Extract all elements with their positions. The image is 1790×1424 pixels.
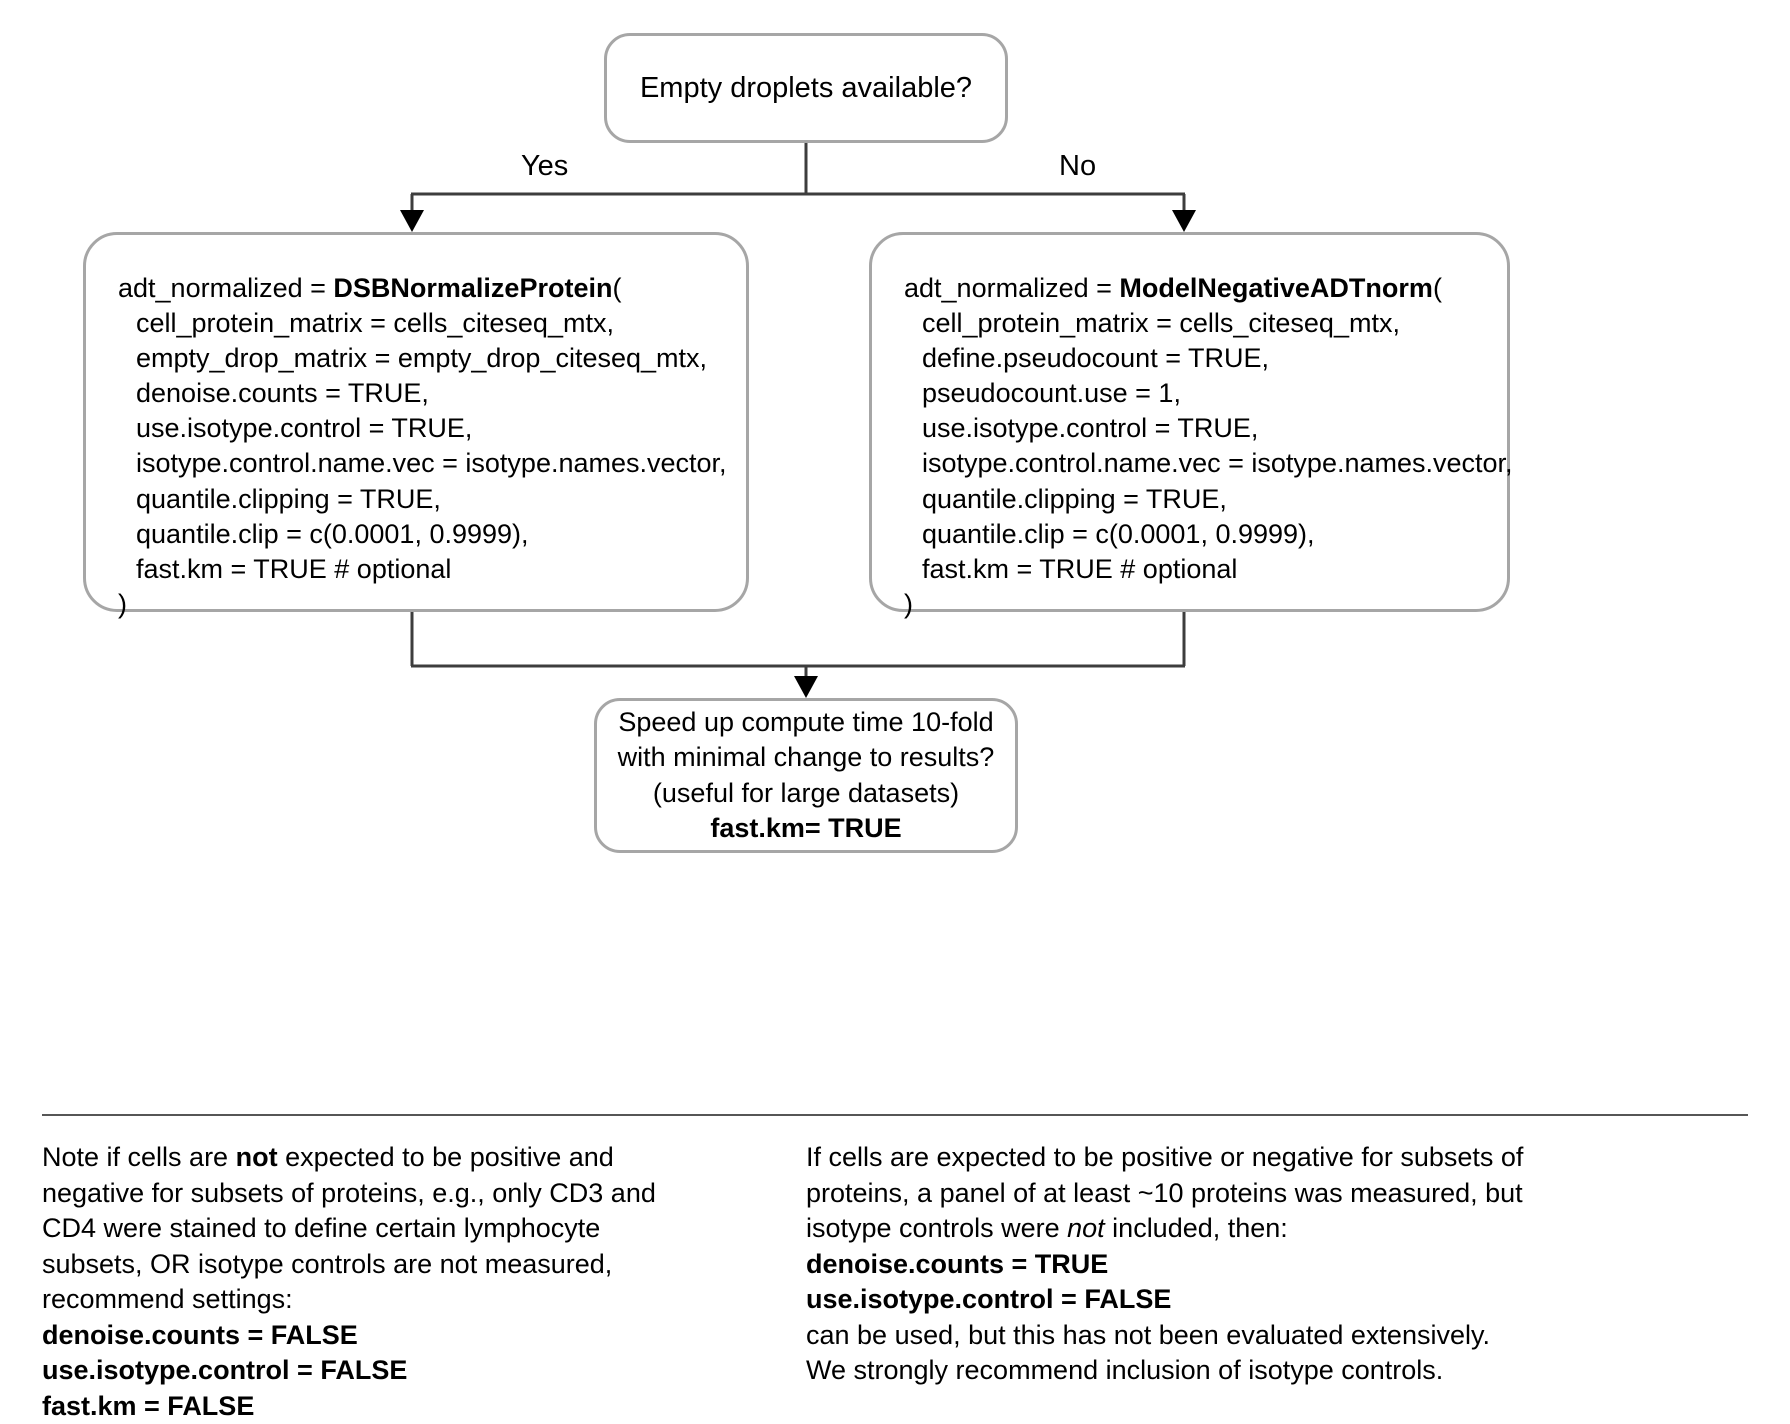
- footnote-right-text-a: If cells are expected to be positive or …: [806, 1142, 1524, 1243]
- fastkm-line-4: fast.km= TRUE: [710, 812, 902, 843]
- footnote-right-closing-1: can be used, but this has not been evalu…: [806, 1319, 1490, 1350]
- footnote-left-setting-2: use.isotype.control = FALSE: [42, 1355, 408, 1385]
- code-line: quantile.clipping = TRUE,: [922, 483, 1227, 514]
- code-line: denoise.counts = TRUE,: [136, 378, 429, 409]
- decision-node-empty-droplets[interactable]: Empty droplets available?: [604, 33, 1008, 143]
- code-line: define.pseudocount = TRUE,: [922, 343, 1269, 374]
- code-line: ): [118, 588, 127, 619]
- code-line: adt_normalized = ModelNegativeADTnorm(: [904, 273, 1442, 303]
- edge-label-yes: Yes: [521, 150, 569, 182]
- code-line: adt_normalized = DSBNormalizeProtein(: [118, 273, 622, 303]
- footnote-left-setting-3: fast.km = FALSE: [42, 1390, 255, 1421]
- footnote-left-text-b: expected to be positive and negative for…: [42, 1142, 656, 1314]
- footnote-left-bold-not: not: [235, 1142, 278, 1172]
- code-node-dsbnormalizeprotein[interactable]: adt_normalized = DSBNormalizeProtein( cel…: [83, 232, 749, 619]
- code-block-left: adt_normalized = DSBNormalizeProtein( cel…: [86, 235, 746, 622]
- footnote-right: If cells are expected to be positive or …: [806, 1140, 1546, 1389]
- footnote-left-setting-1: denoise.counts = FALSE: [42, 1319, 358, 1350]
- fastkm-line-3: (useful for large datasets): [652, 777, 960, 808]
- footnote-right-text-b: included, then:: [1104, 1213, 1288, 1243]
- code-line: ): [904, 588, 913, 619]
- footnote-right-paragraph: If cells are expected to be positive or …: [806, 1140, 1546, 1247]
- flowchart-canvas: Empty droplets available? Yes No adt_nor…: [42, 33, 1748, 1421]
- code-line: quantile.clip = c(0.0001, 0.9999),: [922, 518, 1315, 549]
- code-line: use.isotype.control = TRUE,: [922, 413, 1259, 444]
- code-line: cell_protein_matrix = cells_citeseq_mtx,: [922, 308, 1400, 339]
- code-line: empty_drop_matrix = empty_drop_citeseq_m…: [136, 343, 708, 374]
- code-line: quantile.clipping = TRUE,: [136, 483, 441, 514]
- code-line: pseudocount.use = 1,: [922, 378, 1181, 409]
- code-function-name: ModelNegativeADTnorm: [1119, 273, 1433, 303]
- code-line: fast.km = TRUE # optional: [136, 553, 452, 584]
- code-node-modelnegativeadtnorm[interactable]: adt_normalized = ModelNegativeADTnorm( ce…: [869, 232, 1513, 619]
- footer-divider: [42, 1114, 1748, 1116]
- edge-label-no: No: [1059, 150, 1097, 182]
- code-line: cell_protein_matrix = cells_citeseq_mtx,: [136, 308, 614, 339]
- code-line: fast.km = TRUE # optional: [922, 553, 1238, 584]
- footnote-left-paragraph: Note if cells are not expected to be pos…: [42, 1140, 682, 1318]
- fastkm-line-2: with minimal change to results?: [617, 742, 995, 773]
- decision-node-label: Empty droplets available?: [639, 71, 973, 104]
- code-line: isotype.control.name.vec = isotype.names…: [136, 448, 727, 479]
- footnote-right-setting-1: denoise.counts = TRUE: [806, 1248, 1109, 1279]
- footnote-right-closing-2: We strongly recommend inclusion of isoty…: [806, 1355, 1444, 1385]
- footnote-left: Note if cells are not expected to be pos…: [42, 1140, 682, 1424]
- code-block-right: adt_normalized = ModelNegativeADTnorm( ce…: [872, 235, 1513, 622]
- footnote-right-setting-2: use.isotype.control = FALSE: [806, 1284, 1172, 1314]
- code-line: isotype.control.name.vec = isotype.names…: [922, 448, 1513, 479]
- code-line: use.isotype.control = TRUE,: [136, 413, 473, 444]
- code-function-name: DSBNormalizeProtein: [333, 273, 613, 303]
- decision-node-fastkm[interactable]: Speed up compute time 10-fold with minim…: [594, 698, 1018, 853]
- fastkm-line-1: Speed up compute time 10-fold: [618, 707, 994, 738]
- footnote-right-italic-not: not: [1067, 1213, 1105, 1243]
- code-line: quantile.clip = c(0.0001, 0.9999),: [136, 518, 529, 549]
- footnote-left-text-a: Note if cells are: [42, 1142, 236, 1172]
- fastkm-node-text: Speed up compute time 10-fold with minim…: [597, 705, 1015, 845]
